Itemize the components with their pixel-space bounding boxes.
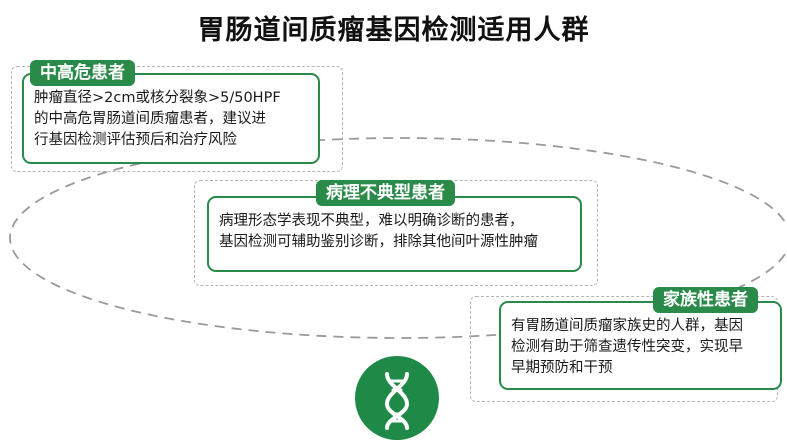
group-familial-line-2: 检测有助于筛查遗传性突变，实现早 xyxy=(511,339,743,355)
group-high-risk-label: 中高危患者 xyxy=(30,60,135,86)
group-high-risk-frame xyxy=(11,66,343,172)
page-title: 胃肠道间质瘤基因检测适用人群 xyxy=(197,15,590,46)
dna-icon xyxy=(355,356,439,440)
group-familial-label: 家族性患者 xyxy=(653,287,758,313)
group-familial-card: 有胃肠道间质瘤家族史的人群，基因 检测有助于筛查遗传性突变，实现早 早期预防和干… xyxy=(499,301,782,390)
group-high-risk-card: 肿瘤直径>2cm或核分裂象>5/50HPF 的中高危胃肠道间质瘤患者，建议进 行… xyxy=(22,73,320,164)
group-high-risk-line-3: 行基因检测评估预后和治疗风险 xyxy=(34,132,237,148)
group-atypical-card: 病理形态学表现不典型，难以明确诊断的患者， 基因检测可辅助鉴别诊断，排除其他间叶… xyxy=(207,196,582,272)
group-high-risk-line-1: 肿瘤直径>2cm或核分裂象>5/50HPF xyxy=(34,90,281,106)
group-high-risk-line-2: 的中高危胃肠道间质瘤患者，建议进 xyxy=(34,111,266,127)
group-atypical-label: 病理不典型患者 xyxy=(316,180,455,206)
group-familial-line-3: 早期预防和干预 xyxy=(511,360,613,376)
group-atypical-line-1: 病理形态学表现不典型，难以明确诊断的患者， xyxy=(219,213,524,229)
group-atypical-line-2: 基因检测可辅助鉴别诊断，排除其他间叶源性肿瘤 xyxy=(219,234,538,250)
group-familial-line-1: 有胃肠道间质瘤家族史的人群，基因 xyxy=(511,318,743,334)
